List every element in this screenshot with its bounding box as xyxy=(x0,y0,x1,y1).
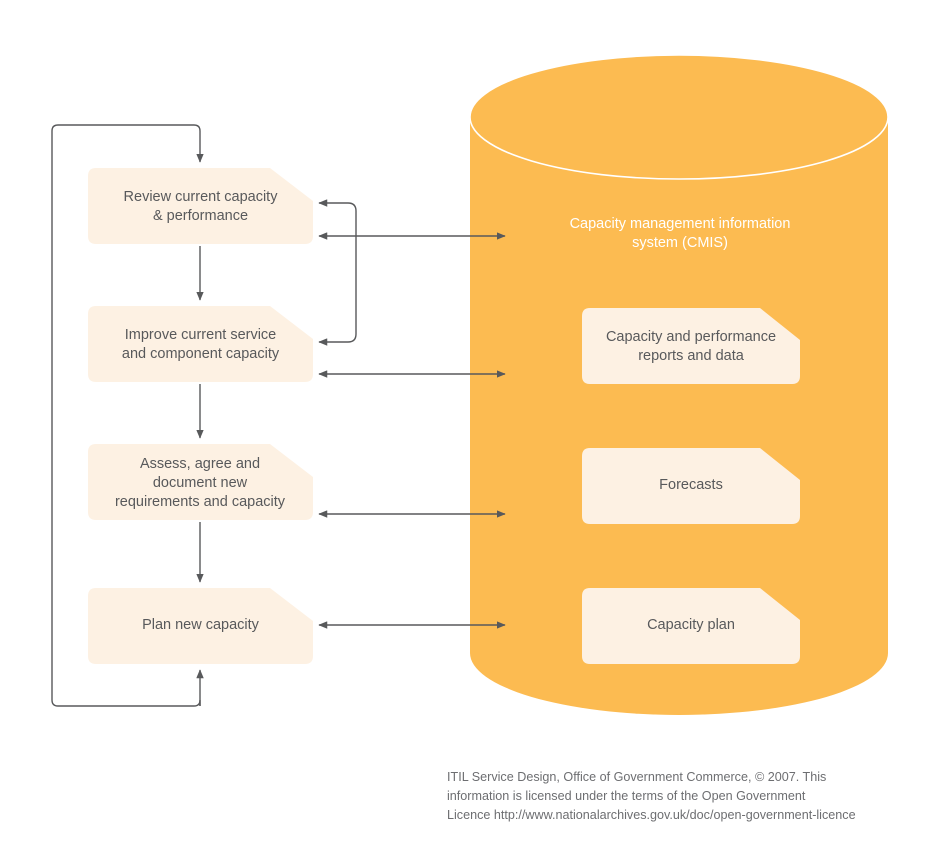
connector-plan-loop-back-to-review xyxy=(51,124,204,707)
process-box-plan-shape xyxy=(88,588,313,664)
store-box-capacity-plan-shape xyxy=(582,588,800,664)
process-box-assess-shape xyxy=(88,444,313,520)
cmis-cylinder xyxy=(469,54,889,715)
connector-improve-feedback-to-review xyxy=(318,199,357,346)
store-box-reports-shape xyxy=(582,308,800,384)
footer-credit-note: ITIL Service Design, Office of Governmen… xyxy=(447,770,856,823)
store-box-forecasts-shape xyxy=(582,448,800,524)
cylinder-top-outline xyxy=(469,54,889,180)
process-box-improve-shape xyxy=(88,306,313,382)
process-box-review-shape xyxy=(88,168,313,244)
